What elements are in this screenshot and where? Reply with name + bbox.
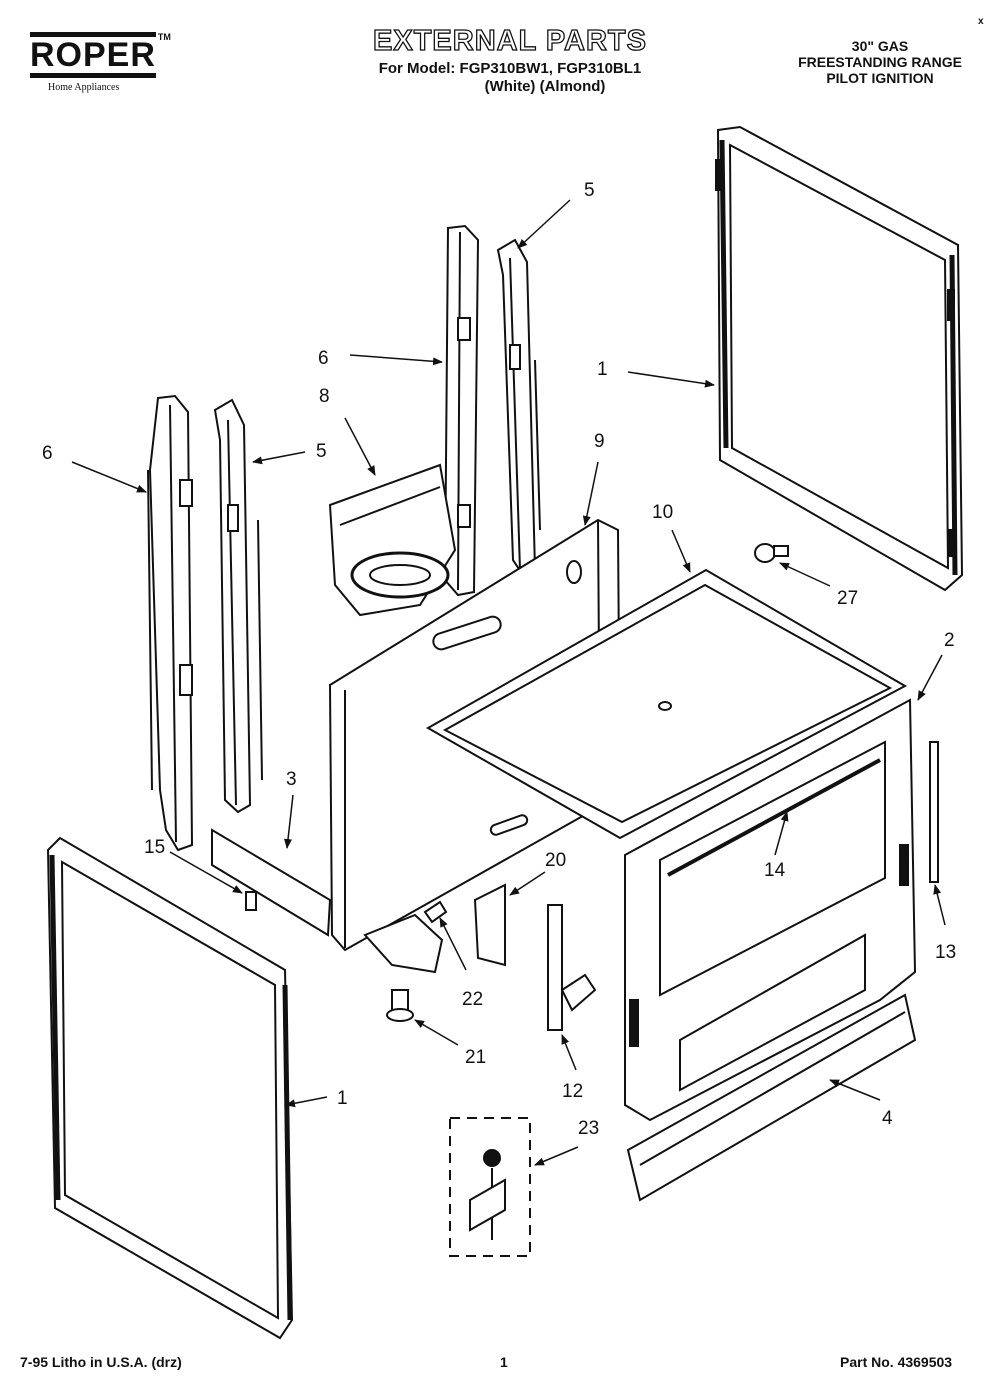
leader-8 [344, 417, 376, 476]
callout-22: 22 [462, 989, 483, 1010]
side-panel-right [715, 125, 964, 592]
leader-3 [284, 794, 294, 849]
screw-15 [245, 891, 257, 911]
callout-20: 20 [545, 850, 566, 871]
leader-22 [439, 917, 467, 971]
leader-20 [509, 871, 546, 896]
leader-14 [774, 811, 789, 856]
leader-6-front [71, 461, 147, 493]
kickplate [626, 993, 917, 1202]
callout-5-front: 5 [316, 441, 327, 462]
front-trim-upright-back [496, 238, 541, 577]
model-line: For Model: FGP310BW1, FGP310BL1 [378, 60, 642, 77]
desc-line-3: PILOT IGNITION [826, 70, 934, 86]
callout-8: 8 [319, 386, 330, 407]
leader-13 [933, 884, 946, 926]
leader-10 [671, 529, 691, 573]
corner-mark: x [978, 16, 984, 27]
front-trim-upright-front [213, 398, 263, 814]
callout-5-back: 5 [584, 180, 595, 201]
product-description: 30" GAS FREESTANDING RANGE PILOT IGNITIO… [770, 38, 990, 86]
callout-6-back: 6 [318, 348, 329, 369]
leader-2 [917, 654, 943, 701]
callout-13: 13 [935, 942, 956, 963]
desc-line-2: FREESTANDING RANGE [798, 54, 962, 70]
title-block: EXTERNAL PARTS For Model: FGP310BW1, FGP… [300, 25, 720, 96]
leveling-leg [386, 989, 414, 1022]
litho-note: 7-95 Litho in U.S.A. (drz) [20, 1354, 182, 1370]
front-frame [624, 698, 917, 1122]
callout-1-left: 1 [337, 1088, 348, 1109]
leader-9 [582, 461, 599, 526]
callout-6-front: 6 [42, 443, 53, 464]
callout-14: 14 [764, 860, 786, 881]
brand-subtitle: Home Appliances [48, 82, 120, 93]
callout-12: 12 [562, 1081, 583, 1102]
leader-27 [779, 562, 831, 587]
leader-1-right [627, 371, 715, 388]
leader-4 [829, 1079, 881, 1101]
side-bracket [473, 883, 506, 967]
leader-21 [414, 1019, 459, 1046]
knob [754, 543, 789, 563]
trademark-mark: TM [157, 32, 171, 42]
side-trim-upright-front [147, 394, 194, 852]
callout-10: 10 [652, 502, 673, 523]
variant-line: (White) (Almond) [484, 78, 606, 95]
leader-23 [534, 1146, 579, 1166]
leader-5-front [252, 451, 306, 465]
vent-duct [328, 463, 457, 617]
leader-6-back [349, 354, 443, 366]
side-trim-upright-back [443, 224, 480, 597]
page-title: EXTERNAL PARTS [372, 25, 647, 57]
trim-strip-13 [929, 741, 939, 883]
leader-12 [561, 1034, 577, 1071]
cooktop-panel [425, 568, 908, 840]
callout-9: 9 [594, 431, 605, 452]
callout-4: 4 [882, 1108, 893, 1129]
callout-1-right: 1 [597, 359, 608, 380]
callout-3: 3 [286, 769, 297, 790]
leader-15 [169, 851, 243, 894]
callout-27: 27 [837, 588, 858, 609]
burner-box [363, 913, 444, 974]
screw-22 [423, 900, 448, 924]
leader-1-left [285, 1096, 328, 1108]
callout-23: 23 [578, 1118, 599, 1139]
brand-name: ROPER [30, 32, 156, 78]
trim-strip-14 [667, 758, 881, 877]
leader-5-back [517, 199, 571, 249]
anti-tip-kit [449, 1117, 531, 1257]
part-number: Part No. 4369503 [840, 1354, 953, 1370]
bottom-rail [211, 828, 332, 937]
page-number: 1 [500, 1354, 508, 1370]
side-panel-left [46, 836, 294, 1340]
callout-2: 2 [944, 630, 955, 651]
door-hinge-bracket [547, 904, 597, 1031]
callout-15: 15 [144, 837, 165, 858]
desc-line-1: 30" GAS [851, 38, 909, 54]
callout-21: 21 [465, 1047, 486, 1068]
